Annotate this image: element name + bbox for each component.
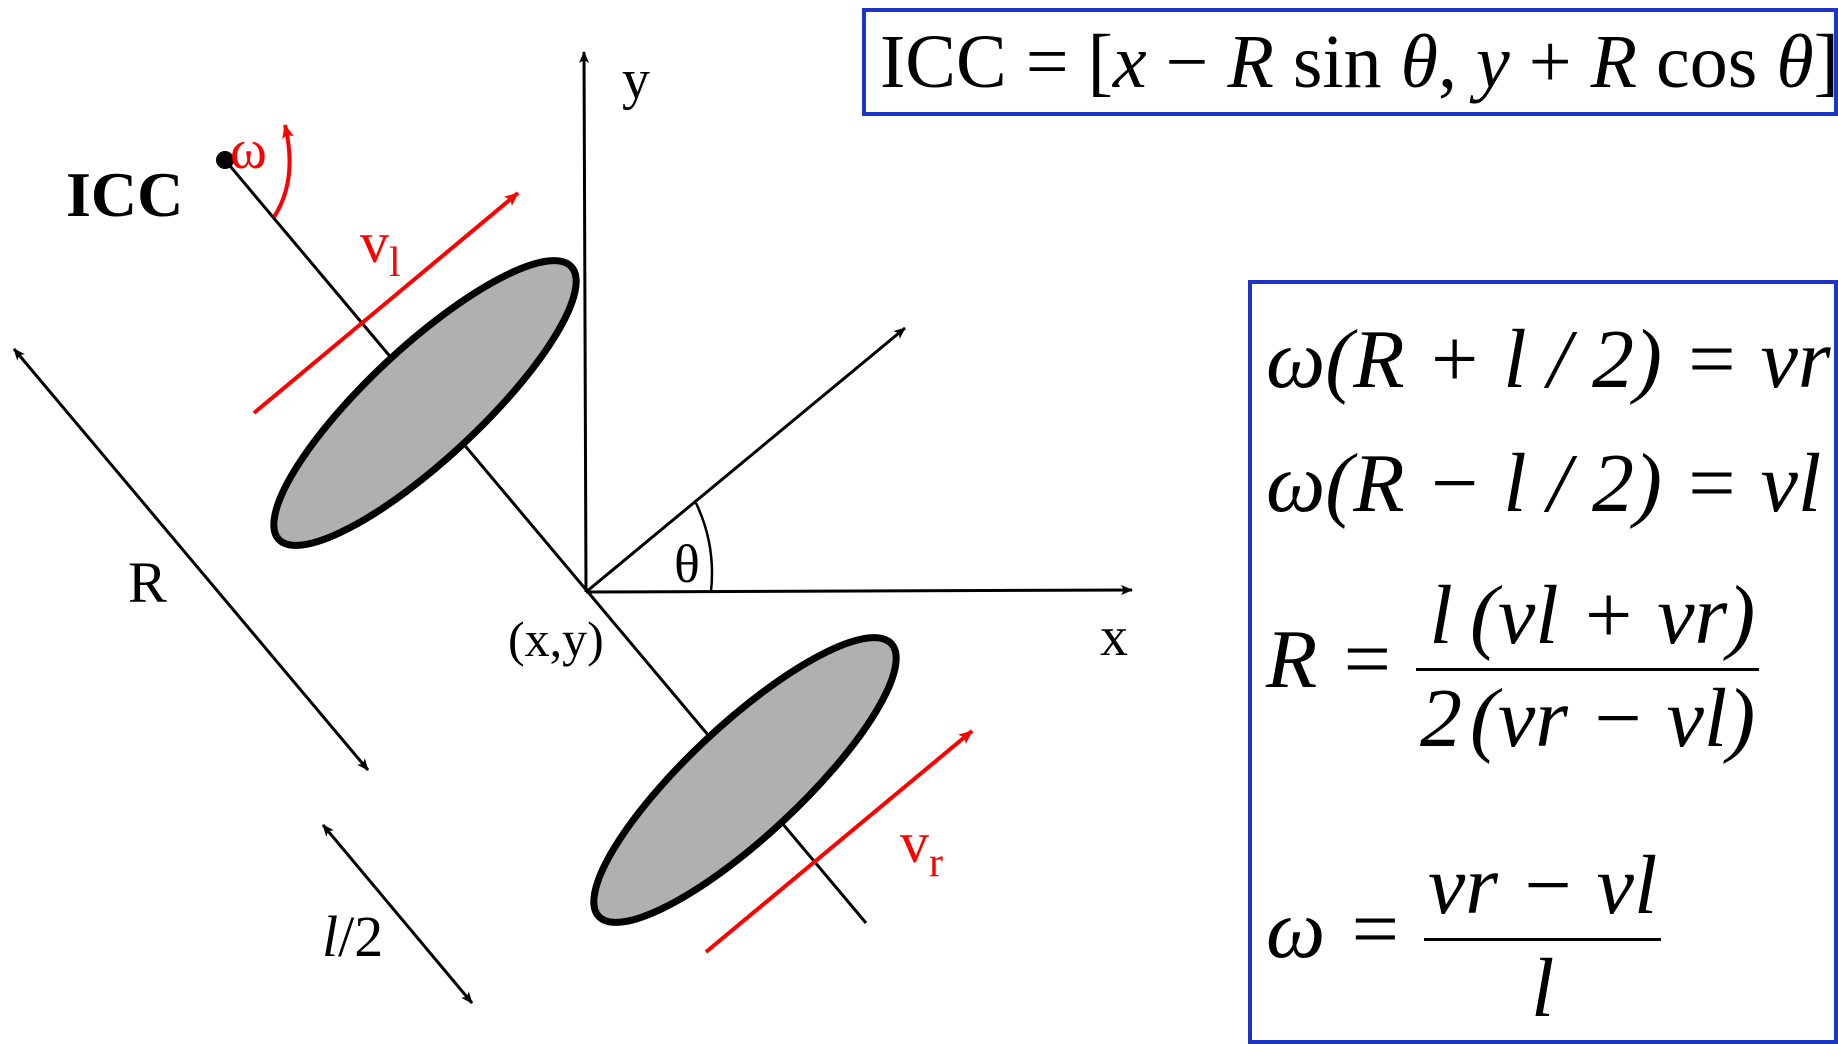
icc-eq-theta2: θ xyxy=(1776,20,1814,104)
r-dimension-arrow xyxy=(12,348,370,771)
radius-fraction-2-den: (vr − vl) xyxy=(1470,672,1756,765)
half-l-label: l/2 xyxy=(322,904,383,969)
equation-right-wheel: ω(R + l / 2) = vr xyxy=(1266,313,1831,406)
theta-arc xyxy=(694,502,714,592)
half-l-dimension-arrow xyxy=(321,824,474,1004)
left-wheel xyxy=(270,257,580,549)
icc-eq-x: x xyxy=(1112,20,1147,104)
icc-eq-y: y xyxy=(1475,20,1510,104)
icc-eq-r1: R xyxy=(1227,20,1274,104)
y-axis-label: y xyxy=(622,49,650,111)
radius-fraction-2-num: (vl + vr) xyxy=(1466,574,1760,671)
icc-eq-r2: R xyxy=(1590,20,1638,104)
kinematics-equations-box: ω(R + l / 2) = vr ω(R − l / 2) = vl R = … xyxy=(1248,280,1838,1044)
x-axis-label: x xyxy=(1100,606,1128,668)
v-l-label: vl xyxy=(360,210,401,286)
y-axis xyxy=(579,51,590,593)
radius-fraction-1-den: 2 xyxy=(1420,672,1462,765)
omega-eq-lhs: ω = xyxy=(1266,882,1424,976)
radius-fraction-2: (vl + vr)(vr − vl) xyxy=(1466,574,1760,765)
omega-rotation-arrow xyxy=(272,124,294,219)
xy-label: (x,y) xyxy=(508,611,604,667)
icc-label: ICC xyxy=(66,159,183,230)
icc-equation-box: ICC = [x − R sin θ, y + R cos θ] xyxy=(862,8,1838,116)
icc-eq-close: ] xyxy=(1813,20,1838,104)
equation-left-wheel: ω(R − l / 2) = vl xyxy=(1266,437,1822,530)
x-axis xyxy=(585,585,1133,596)
icc-eq-sin: sin xyxy=(1273,20,1401,104)
omega-fraction-den: l xyxy=(1530,942,1555,1035)
icc-eq-lhs: ICC xyxy=(880,20,1007,104)
icc-eq-theta1: θ xyxy=(1400,20,1438,104)
v-r-label: vr xyxy=(900,810,943,886)
icc-eq-cos: cos xyxy=(1637,20,1777,104)
icc-eq-equals: = [ xyxy=(1006,20,1113,104)
omega-label: ω xyxy=(230,119,267,181)
theta-label: θ xyxy=(674,534,700,594)
radius-fraction-1-num: l xyxy=(1416,574,1466,671)
radius-eq-lhs: R = xyxy=(1266,612,1416,706)
right-velocity-arrow xyxy=(704,729,974,954)
r-label: R xyxy=(128,550,167,615)
icc-eq-plus: + xyxy=(1509,20,1591,104)
icc-eq-comma: , xyxy=(1437,20,1476,104)
icc-point xyxy=(216,151,234,169)
omega-fraction-num: vr − vl xyxy=(1424,844,1662,941)
heading-axis xyxy=(585,326,906,594)
right-wheel xyxy=(590,634,900,926)
icc-eq-minus: − xyxy=(1146,20,1228,104)
